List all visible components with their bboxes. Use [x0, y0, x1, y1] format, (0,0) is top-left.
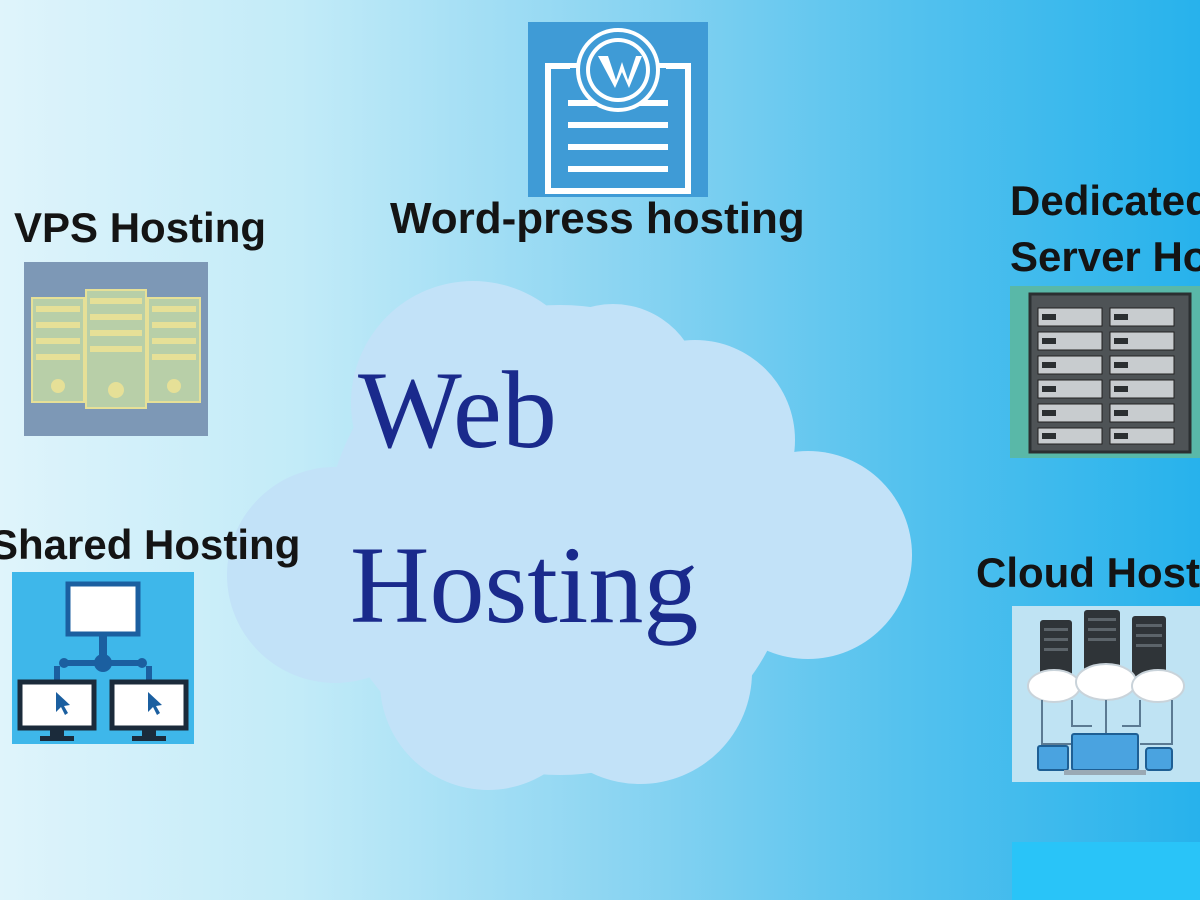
wordpress-server-icon	[528, 22, 708, 197]
dedicated-label-line2: Server Ho	[1010, 233, 1200, 280]
corner-block	[1012, 842, 1200, 900]
wordpress-label: Word-press hosting	[390, 194, 805, 243]
dedicated-tile	[1010, 286, 1200, 463]
server-rack-icon	[1010, 286, 1200, 458]
center-title-web: Web	[358, 349, 557, 471]
vps-server-icon	[24, 262, 208, 436]
shared-tile	[12, 572, 194, 749]
cloud-servers-icon	[1012, 606, 1200, 782]
dedicated-label-line1: Dedicated	[1010, 177, 1200, 224]
shared-network-icon	[12, 572, 194, 744]
wordpress-tile	[528, 22, 708, 202]
shared-label: Shared Hosting	[0, 521, 301, 568]
center-title-hosting: Hosting	[350, 524, 699, 646]
cloud-tile	[1012, 606, 1200, 787]
cloud-label: Cloud Host	[976, 549, 1200, 596]
vps-tile	[24, 262, 208, 441]
vps-label: VPS Hosting	[14, 204, 267, 251]
